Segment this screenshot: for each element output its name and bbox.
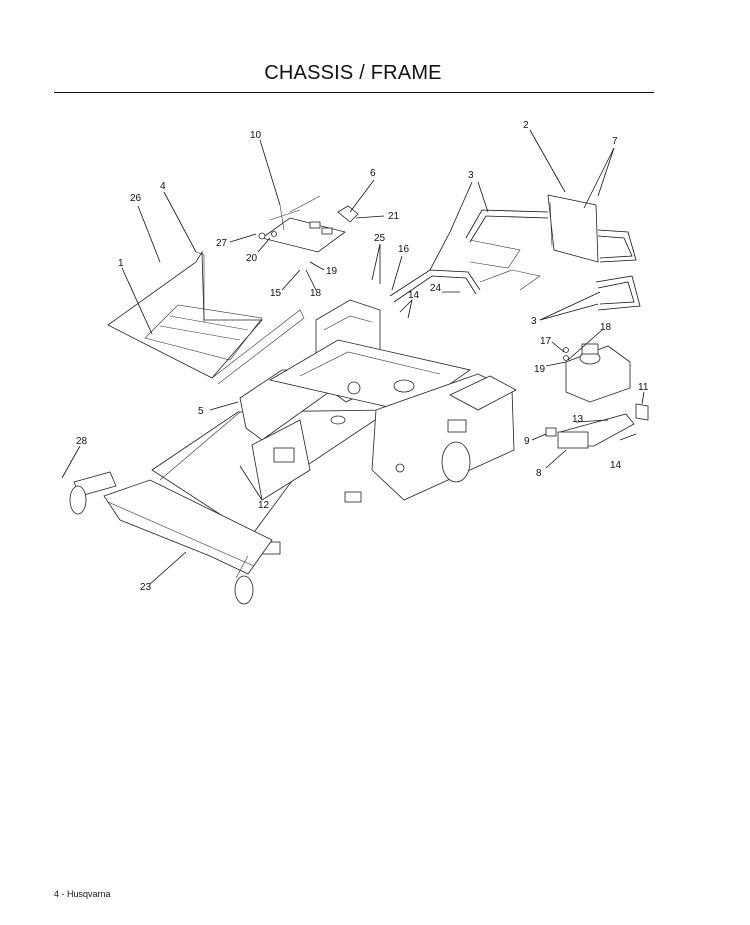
callout-28: 28 (76, 436, 88, 447)
fuel-tank (545, 343, 649, 449)
front-bumper (69, 411, 273, 605)
callout-21: 21 (388, 211, 400, 222)
callout-18: 18 (600, 322, 612, 333)
callout-25: 25 (374, 233, 386, 244)
floor-pan (107, 250, 305, 385)
callout-10: 10 (250, 130, 262, 141)
callout-16: 16 (398, 244, 410, 255)
upper-bracket (258, 195, 359, 253)
callout-6: 6 (370, 168, 376, 179)
callout-18b: 18 (310, 288, 322, 299)
callout-12: 12 (258, 500, 270, 511)
callout-3: 3 (468, 170, 474, 181)
callouts: 1 2 3 3 4 5 6 7 8 9 10 11 12 13 14 14 15… (76, 120, 649, 593)
leader-lines (61, 129, 645, 585)
page-title: CHASSIS / FRAME (264, 62, 442, 84)
page-footer: 4 - Husqvarna (54, 889, 111, 899)
callout-15: 15 (270, 288, 282, 299)
callout-11: 11 (638, 382, 649, 393)
callout-19: 19 (534, 364, 546, 375)
title-rule (54, 92, 654, 93)
callout-3b: 3 (531, 316, 537, 327)
callout-19b: 19 (326, 266, 338, 277)
callout-27: 27 (216, 238, 228, 249)
callout-17: 17 (540, 336, 552, 347)
callout-23: 23 (140, 582, 152, 593)
rear-hoops (389, 194, 641, 311)
callout-2: 2 (523, 120, 529, 131)
callout-13: 13 (572, 414, 584, 425)
callout-20: 20 (246, 253, 258, 264)
callout-14b: 14 (610, 460, 622, 471)
callout-24: 24 (430, 283, 442, 294)
callout-8: 8 (536, 468, 542, 479)
callout-26: 26 (130, 193, 142, 204)
callout-7: 7 (612, 136, 618, 147)
main-frame (151, 299, 517, 555)
callout-5: 5 (198, 406, 204, 417)
callout-14: 14 (408, 290, 420, 301)
callout-4: 4 (160, 181, 166, 192)
callout-9: 9 (524, 436, 530, 447)
callout-1: 1 (118, 258, 124, 269)
